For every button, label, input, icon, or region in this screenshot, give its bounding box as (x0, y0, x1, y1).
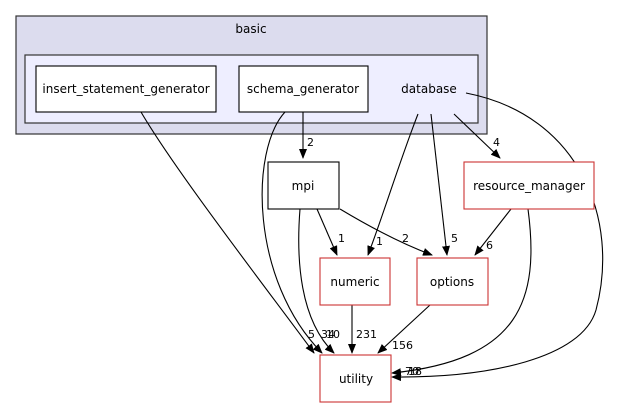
edge-label-database-resource[interactable]: 4 (493, 136, 500, 149)
edge-mpi-utility (298, 208, 335, 354)
edge-database-resource (453, 113, 501, 159)
edge-label-database-options[interactable]: 5 (451, 232, 458, 245)
node-options-label: options (430, 275, 474, 289)
edge-label-insert-utility[interactable]: 5 (308, 328, 315, 341)
node-numeric-label: numeric (330, 275, 379, 289)
edge-label-mpi-utility[interactable]: 34 (321, 328, 335, 341)
edge-mpi-numeric (316, 208, 338, 256)
node-insert-statement-generator-label: insert_statement_generator (42, 82, 209, 96)
edge-label-schema-mpi[interactable]: 2 (307, 136, 314, 149)
edge-resource-utility (391, 208, 532, 377)
edge-schema-utility (261, 111, 323, 354)
cluster-database-label[interactable]: database (401, 82, 457, 96)
edge-label-resource-options[interactable]: 6 (486, 239, 493, 252)
edge-label-mpi-options[interactable]: 2 (402, 232, 409, 245)
node-utility-label: utility (339, 372, 373, 386)
edge-mpi-options (339, 208, 433, 256)
edge-database-numeric (367, 113, 419, 256)
node-mpi-label: mpi (292, 179, 315, 193)
node-schema-generator[interactable]: schema_generator (238, 65, 369, 113)
edge-insert-utility (140, 111, 315, 354)
edge-resource-options (474, 208, 512, 256)
node-resource-manager[interactable]: resource_manager (463, 161, 595, 210)
edge-label-numeric-utility[interactable]: 231 (356, 328, 377, 341)
edge-label-database-utility[interactable]: 70 (405, 365, 419, 378)
node-insert-statement-generator[interactable]: insert_statement_generator (35, 65, 217, 113)
edge-label-schema-utility[interactable]: 10 (326, 328, 340, 341)
node-utility[interactable]: utility (319, 354, 392, 403)
edge-label-database-numeric[interactable]: 1 (376, 235, 383, 248)
cluster-basic-label: basic (235, 22, 266, 36)
edge-label-options-utility[interactable]: 156 (392, 339, 413, 352)
edges (140, 92, 604, 382)
edge-label-mpi-numeric[interactable]: 1 (338, 232, 345, 245)
edge-database-options (430, 113, 450, 256)
edge-database-utility (391, 92, 604, 382)
node-numeric[interactable]: numeric (319, 257, 391, 306)
edge-labels: 4 2 1 1 2 5 6 5 34 10 231 156 70 18 (307, 136, 500, 378)
node-options[interactable]: options (416, 257, 489, 306)
node-resource-manager-label: resource_manager (473, 179, 585, 193)
edge-options-utility (377, 304, 431, 354)
edge-label-resource-utility[interactable]: 18 (408, 365, 422, 378)
node-mpi[interactable]: mpi (267, 161, 340, 210)
node-schema-generator-label: schema_generator (247, 82, 359, 96)
